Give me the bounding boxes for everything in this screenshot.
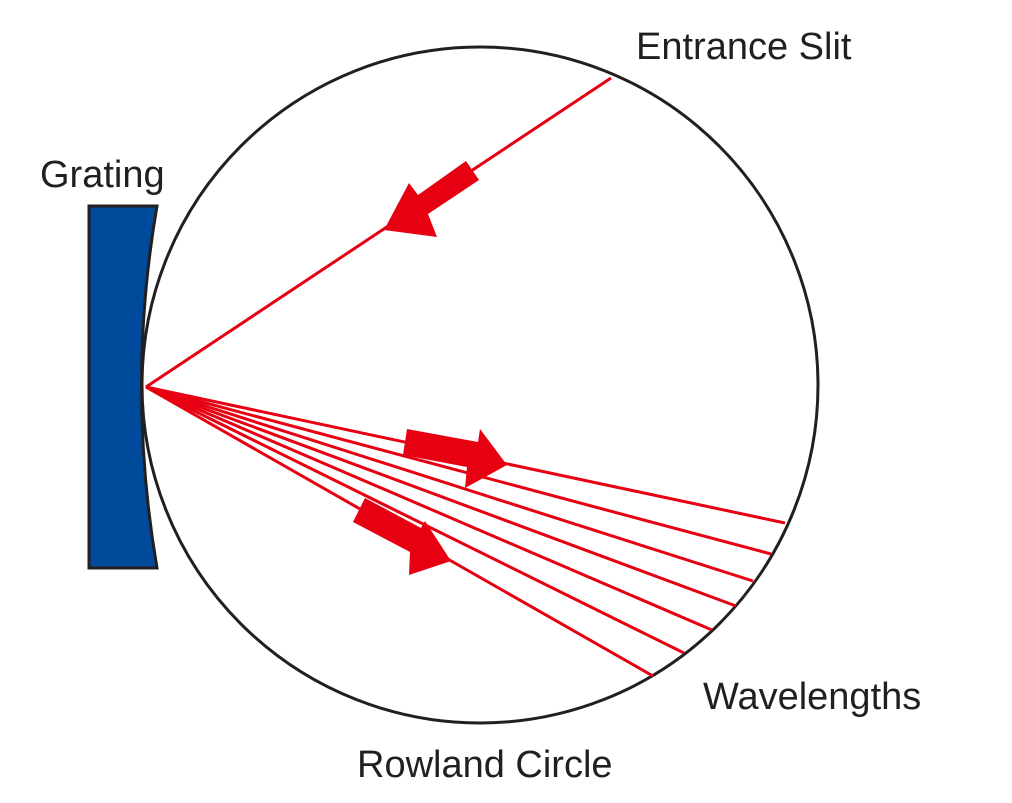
diffracted-arrow-lower [353,498,451,575]
entrance-slit-label: Entrance Slit [636,26,852,68]
incident-ray [145,76,612,389]
wavelengths-label: Wavelengths [703,676,922,718]
diffracted-ray [145,385,685,655]
grating [87,204,159,570]
rowland-circle [140,45,820,725]
grating-label: Grating [40,154,165,196]
diffracted-ray [145,385,754,583]
incident-arrow [384,161,479,237]
diffracted-rays [145,385,786,678]
rowland-circle-label: Rowland Circle [357,744,613,786]
diffracted-ray [145,385,713,632]
diffracted-ray [145,385,737,608]
diffracted-ray [145,385,772,556]
diffracted-arrow-upper [403,429,507,488]
